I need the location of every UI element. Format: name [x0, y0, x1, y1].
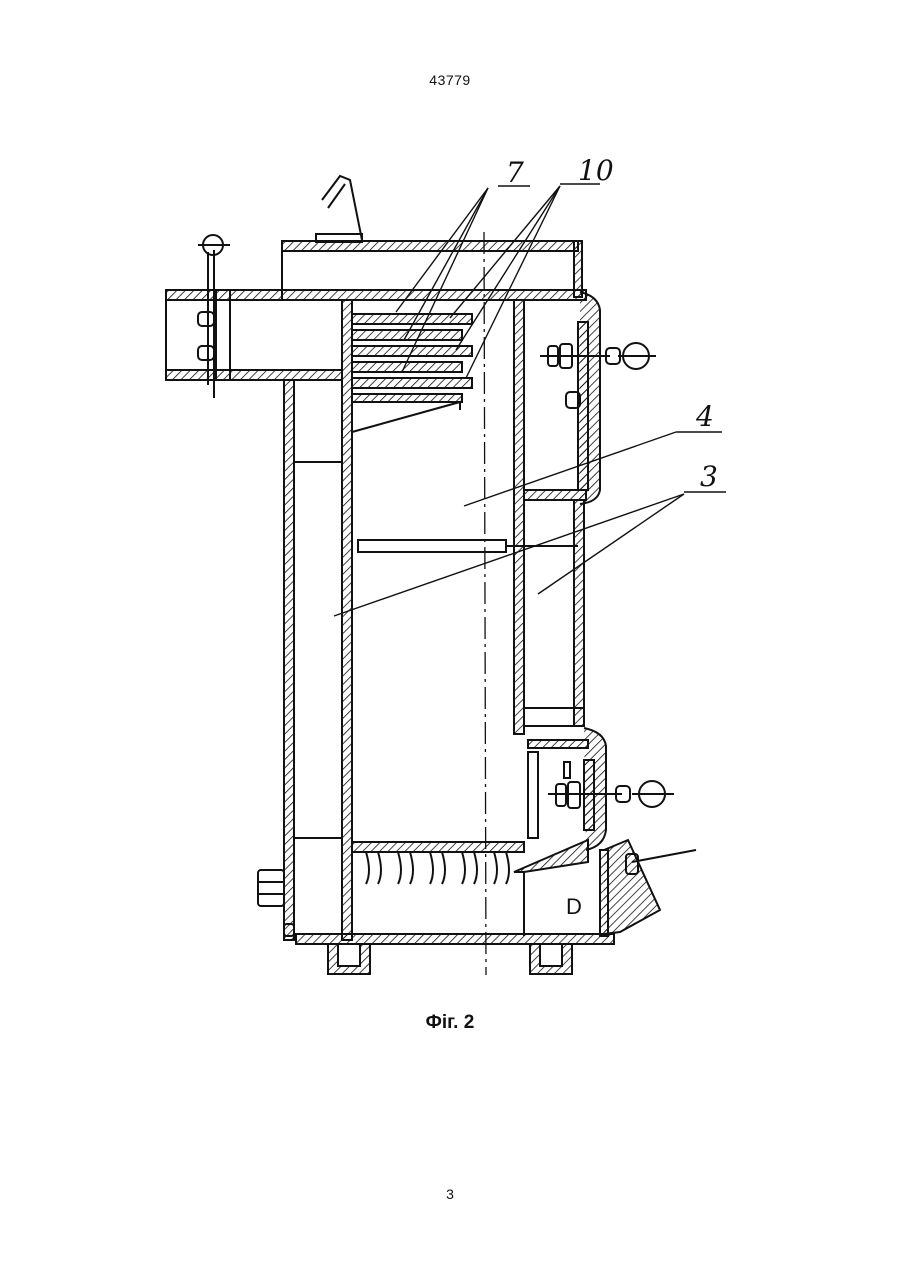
page-number: 3 [0, 1186, 900, 1202]
heat-exchanger-fins [352, 314, 472, 432]
ash-door [604, 840, 696, 934]
lower-door [528, 728, 674, 850]
bottom-plate [296, 934, 614, 944]
callout-10: 10 [578, 154, 614, 187]
callout-7: 7 [506, 156, 524, 189]
inner-left-wall [342, 300, 352, 940]
center-axis [484, 232, 486, 975]
callout-3: 3 [700, 460, 718, 493]
callout-4: 4 [695, 400, 714, 433]
outer-left-wall [284, 380, 294, 940]
marking-d: D [566, 894, 582, 919]
upper-door [540, 292, 656, 504]
figure-caption: Фіг. 2 [0, 1012, 900, 1034]
grate [352, 840, 588, 884]
baffle [358, 540, 506, 552]
